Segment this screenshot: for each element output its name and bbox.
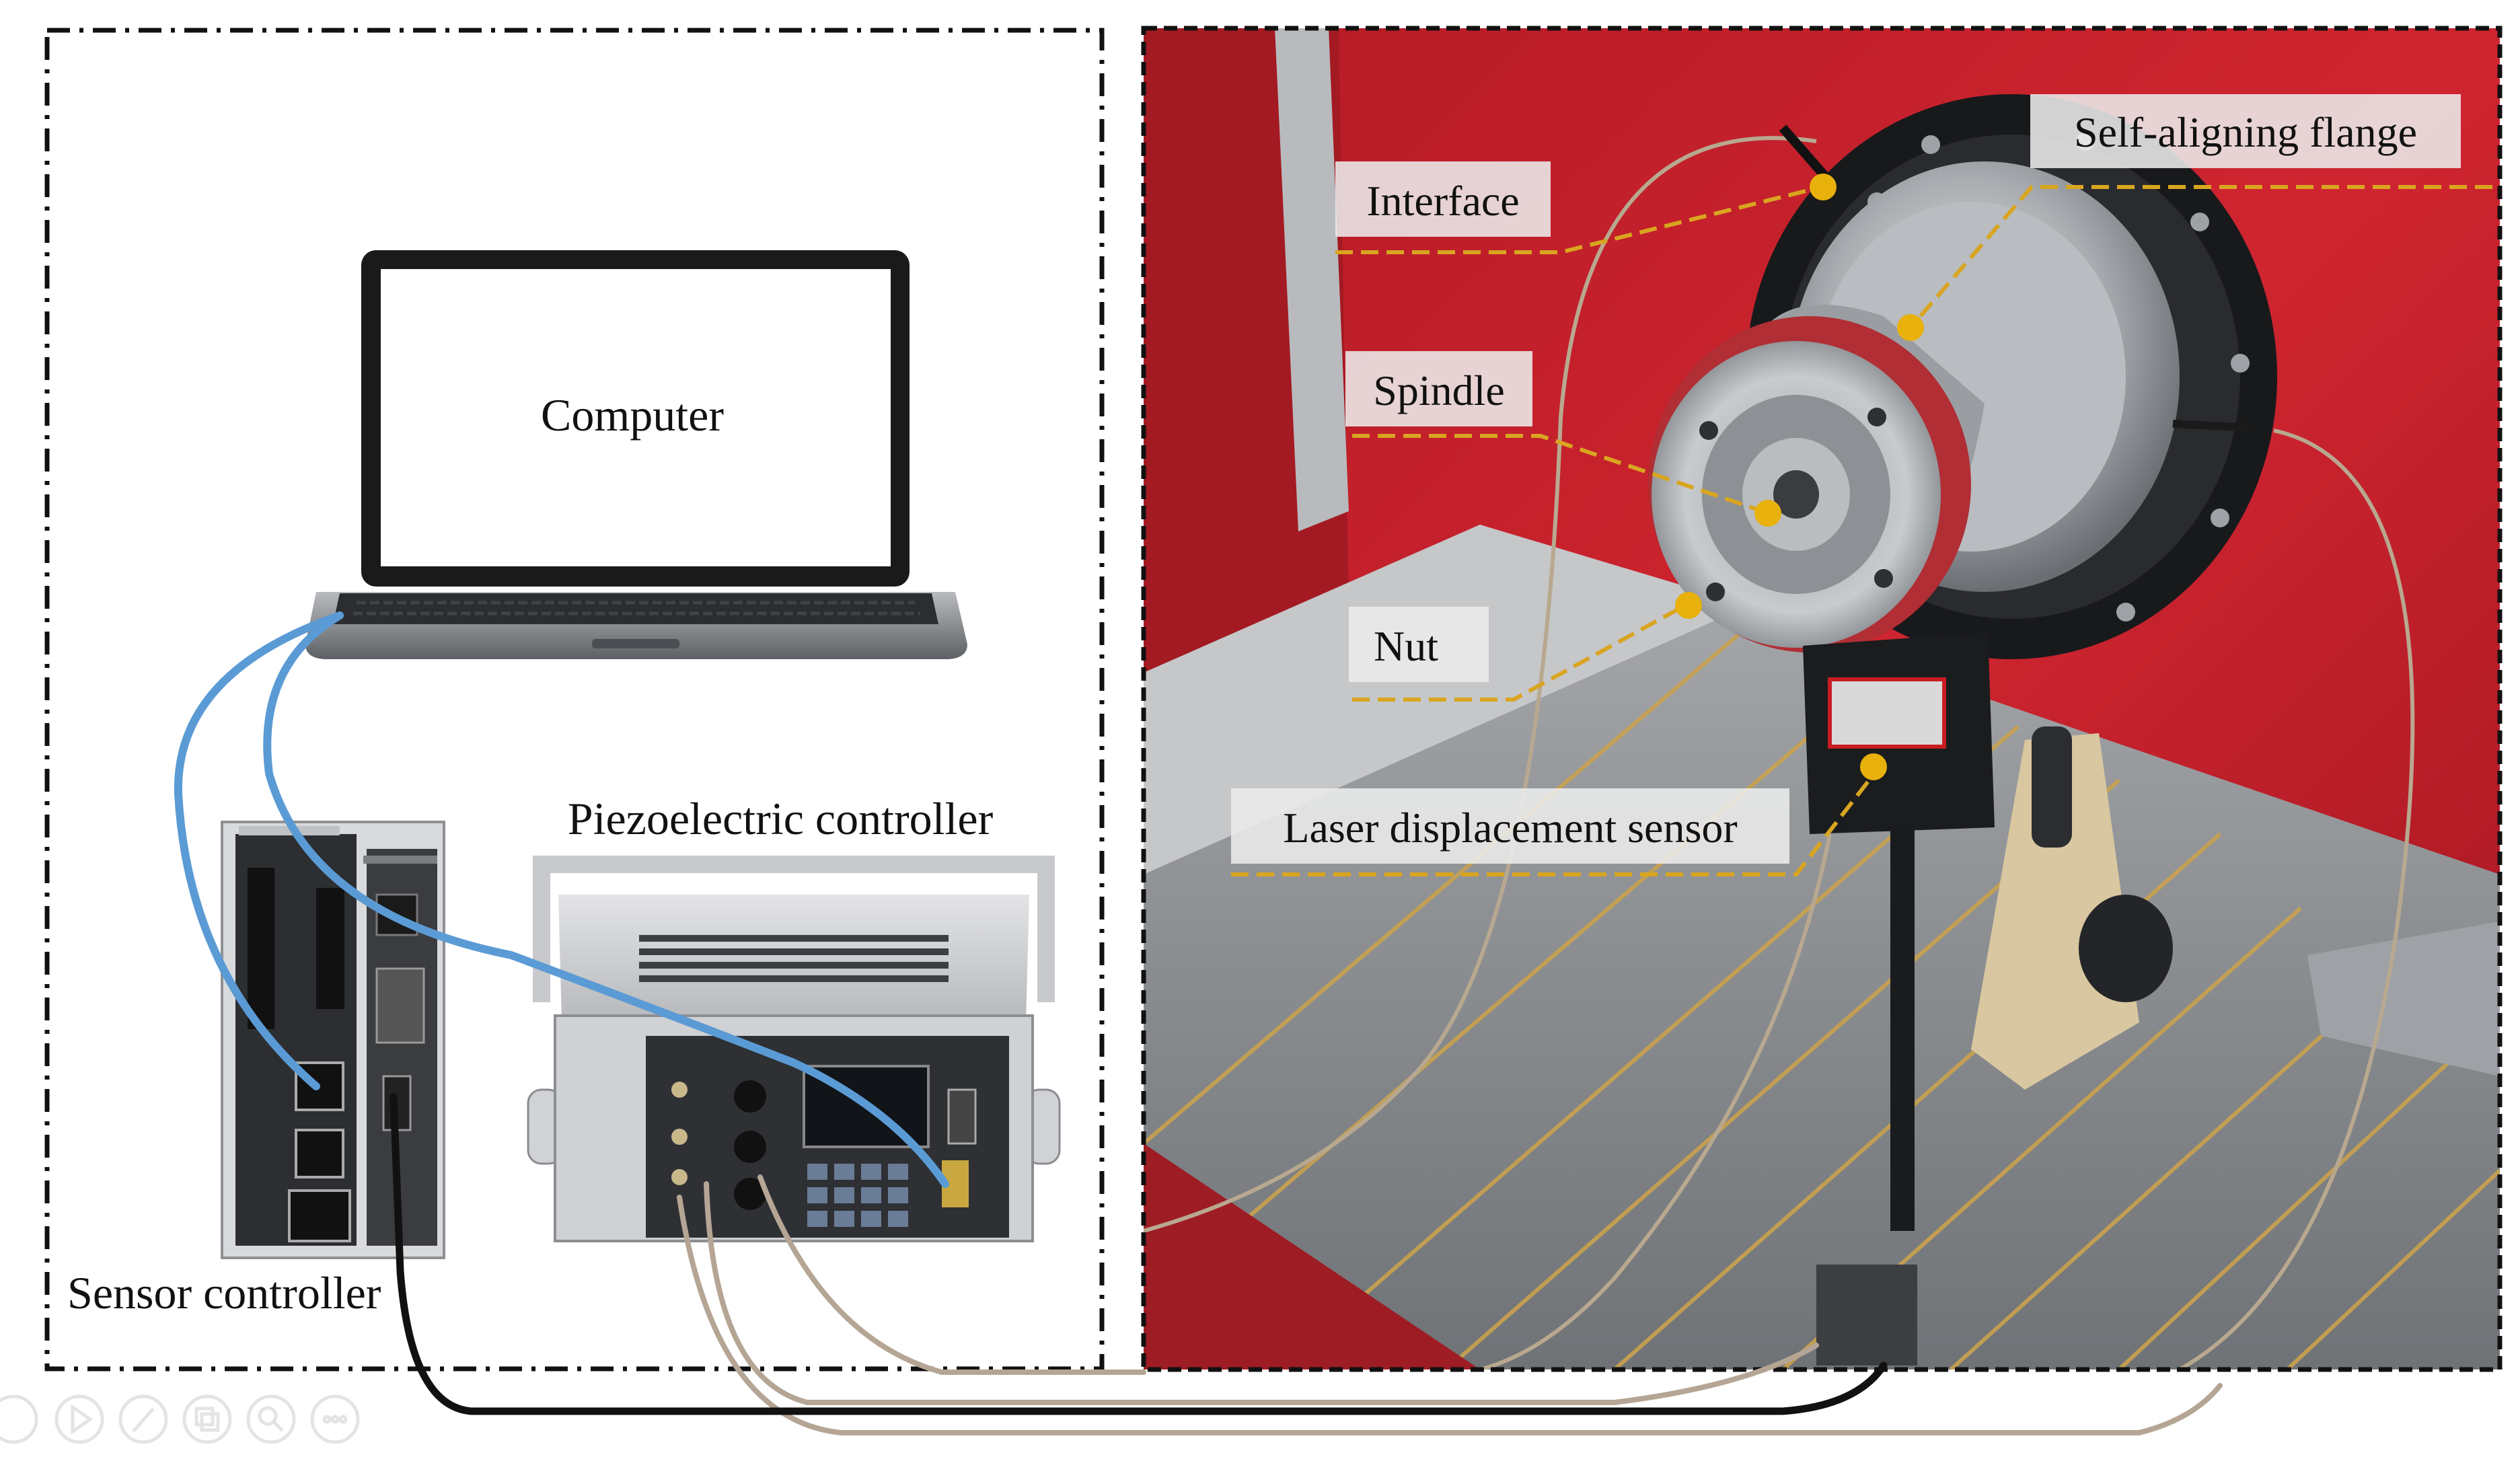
arrow-icon <box>0 1394 38 1444</box>
usb-cables <box>174 611 949 1188</box>
nut-label-bg <box>1349 607 1489 682</box>
computer-label: Computer <box>541 389 724 441</box>
nut-label: Nut <box>1374 622 1438 670</box>
piezo-cable-3 <box>677 1195 2223 1435</box>
copy-icon <box>182 1394 232 1444</box>
flange-label-bg <box>2030 94 2461 168</box>
usb-cable-to-piezo <box>263 611 949 1188</box>
usb-cable-to-sensor <box>174 611 344 1090</box>
laser-displacement-sensor-label: Laser displacement sensor <box>1283 804 1737 852</box>
right-panel-border <box>1141 26 2503 1372</box>
nut-dot <box>1675 592 1702 619</box>
laser-label-bg <box>1231 788 1789 864</box>
self-aligning-flange-label: Self-aligning flange <box>2074 108 2417 156</box>
piezo-controller-label: Piezoelectric controller <box>568 793 994 844</box>
interface-label: Interface <box>1366 177 1519 225</box>
callout-leaders <box>1231 185 2492 876</box>
more-icon <box>310 1394 360 1444</box>
piezo-signal-cables <box>677 1174 2223 1435</box>
piezo-controller-device <box>527 856 1061 1242</box>
interface-dot <box>1810 174 1837 200</box>
callout-dots <box>1675 174 1924 780</box>
zoom-icon <box>246 1394 296 1444</box>
piezo-cable-1 <box>704 1181 1819 1405</box>
left-panel-border <box>44 28 1105 1372</box>
interface-label-bg <box>1335 161 1551 237</box>
spindle-dot <box>1754 500 1781 527</box>
play-icon <box>54 1394 104 1444</box>
sensor-cable <box>390 1092 1888 1415</box>
spindle-label-bg <box>1345 351 1532 426</box>
laptop <box>305 250 967 659</box>
piezo-cable-2 <box>757 1174 1146 1375</box>
sensor-controller-label: Sensor controller <box>67 1267 381 1318</box>
sensor-controller-device <box>221 821 445 1259</box>
spindle-label: Spindle <box>1373 367 1505 414</box>
flange-dot <box>1897 314 1924 341</box>
slideshow-toolbar <box>0 1394 360 1444</box>
pen-icon <box>118 1394 168 1444</box>
laser-sensor-dot <box>1860 753 1887 780</box>
